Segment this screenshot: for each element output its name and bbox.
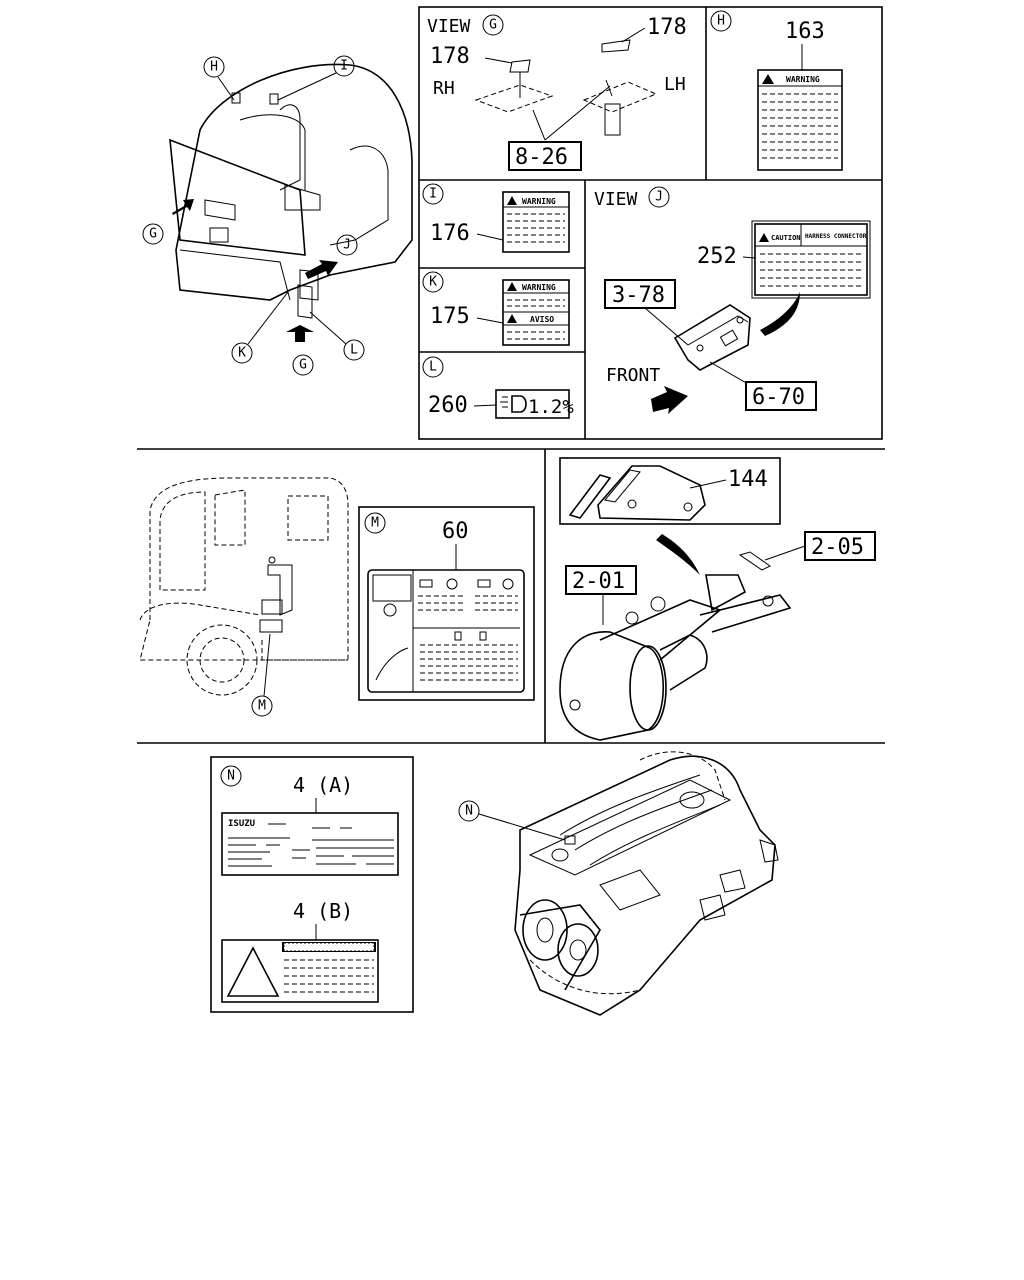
callout-l: L	[309, 311, 365, 361]
view-g-lh: LH	[664, 74, 686, 95]
view-g-letter: G	[489, 18, 497, 33]
view-h-warning-text: WARNING	[786, 75, 820, 84]
callout-n: N	[458, 800, 576, 845]
view-g-title: VIEW	[427, 16, 471, 37]
view-k-panel: K 175 WARNING AVISO	[422, 271, 570, 346]
callout-k: K	[231, 291, 289, 364]
callout-h-label: H	[210, 60, 218, 75]
view-n-part-4a: 4 (A)	[293, 773, 353, 797]
booster-panel: 144 2-05 2-01	[559, 457, 876, 741]
view-j-front: FRONT	[606, 365, 660, 386]
truck-side-drawing	[139, 477, 349, 696]
view-k-aviso-text: AVISO	[530, 315, 554, 324]
view-i-warning-text: WARNING	[522, 197, 556, 206]
view-g-rh: RH	[433, 78, 455, 99]
view-k-warning-text: WARNING	[522, 283, 556, 292]
callout-m: M	[251, 633, 273, 717]
callout-k-label: K	[238, 346, 246, 361]
view-n-part-4b: 4 (B)	[293, 899, 353, 923]
view-l-letter: L	[429, 360, 437, 375]
callout-n-label: N	[465, 804, 473, 819]
view-j-ref-6-70: 6-70	[752, 385, 805, 410]
view-h-panel: H 163 WARNING	[710, 10, 843, 171]
view-h-letter: H	[717, 14, 725, 29]
view-n-panel: N 4 (A) ISUZU 4 (B)	[210, 756, 414, 1013]
view-i-letter: I	[429, 187, 437, 202]
view-l-percent: 1.2%	[528, 396, 574, 418]
callout-g-bottom-label: G	[299, 358, 307, 373]
callout-i: I	[277, 55, 355, 101]
view-g-panel: VIEW G 178 178 RH LH 8-26	[427, 14, 687, 171]
view-j-title: VIEW	[594, 189, 638, 210]
callout-j: J	[336, 234, 358, 256]
bracket-part-144: 144	[728, 467, 768, 492]
view-i-part-176: 176	[430, 221, 470, 246]
callout-g-bottom: G	[292, 354, 314, 376]
view-n-letter: N	[227, 769, 235, 784]
view-m-panel: M 60	[358, 506, 535, 701]
callout-h: H	[203, 56, 235, 101]
view-g-part-178-right: 178	[647, 15, 687, 40]
view-m-part-60: 60	[442, 519, 469, 544]
view-j-caution-text: CAUTION	[771, 234, 801, 242]
callout-i-label: I	[340, 59, 348, 74]
view-i-panel: I 176 WARNING	[422, 183, 570, 253]
view-k-letter: K	[429, 275, 437, 290]
view-j-ref-3-78: 3-78	[612, 283, 665, 308]
bolt-ref-2-05: 2-05	[811, 535, 864, 560]
callout-g-left-label: G	[149, 227, 157, 242]
detail-views-frame	[418, 6, 883, 440]
view-g-part-178-left: 178	[430, 44, 470, 69]
view-g-ref-8-26: 8-26	[515, 145, 568, 170]
view-m-letter: M	[371, 516, 379, 531]
callout-m-label: M	[258, 699, 266, 714]
view-j-panel: VIEW J 252 CAUTION HARNESS CONNECTOR 3-7…	[594, 186, 871, 414]
view-j-letter: J	[655, 190, 663, 205]
view-j-harness-text: HARNESS CONNECTOR	[805, 233, 867, 240]
view-k-part-175: 175	[430, 304, 470, 329]
view-h-part-163: 163	[785, 19, 825, 44]
engine-drawing	[514, 751, 779, 1016]
view-l-part-260: 260	[428, 393, 468, 418]
callout-j-label: J	[343, 238, 351, 253]
callout-l-label: L	[350, 343, 358, 358]
view-l-panel: L 260 1.2%	[422, 356, 574, 419]
view-j-part-252: 252	[697, 244, 737, 269]
booster-ref-2-01: 2-01	[572, 569, 625, 594]
cab-interior-drawing	[169, 63, 413, 342]
callout-g-left: G	[142, 223, 164, 245]
view-n-brand: ISUZU	[228, 819, 255, 829]
